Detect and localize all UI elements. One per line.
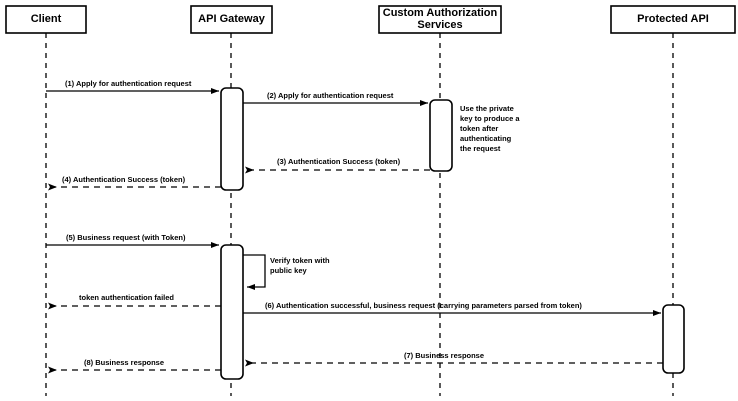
activation-bars bbox=[220, 87, 685, 380]
participant-label-protected-api: Protected API bbox=[637, 13, 709, 25]
self-message-label-verify-token: Verify token with public key bbox=[270, 256, 330, 275]
message-label-7: (7) Business response bbox=[404, 351, 485, 360]
message-label-5: (5) Business request (with Token) bbox=[66, 233, 186, 242]
message-label-8: (8) Business response bbox=[84, 358, 165, 367]
message-label-4: (4) Authentication Success (token) bbox=[62, 175, 186, 184]
message-label-1: (1) Apply for authentication request bbox=[65, 79, 192, 88]
participant-box-client[interactable] bbox=[5, 5, 87, 34]
message-label-3: (3) Authentication Success (token) bbox=[277, 157, 401, 166]
participant-box-custom-authorization-services[interactable] bbox=[378, 5, 502, 34]
message-label-2: (2) Apply for authentication request bbox=[267, 91, 394, 100]
message-label-6: (6) Authentication successful, business … bbox=[265, 301, 582, 310]
participant-label-custom-authorization-services: Custom Authorization Services bbox=[382, 7, 498, 31]
activation-protected-api-1 bbox=[662, 304, 685, 374]
participant-label-client: Client bbox=[30, 13, 62, 25]
participant-box-protected-api[interactable] bbox=[610, 5, 736, 34]
participant-label-api-gateway: API Gateway bbox=[198, 13, 265, 25]
note-private-key: Use the private key to produce a token a… bbox=[460, 104, 520, 153]
participant-boxes bbox=[5, 5, 736, 34]
self-message-verify-token[interactable] bbox=[243, 254, 266, 290]
message-arrows bbox=[46, 88, 663, 374]
activation-api-gateway-1 bbox=[220, 87, 244, 191]
activation-custom-authorization-services-1 bbox=[429, 99, 453, 172]
participant-box-api-gateway[interactable] bbox=[190, 5, 273, 34]
activation-api-gateway-2 bbox=[220, 244, 244, 380]
message-label-token-auth-failed: token authentication failed bbox=[79, 293, 175, 302]
